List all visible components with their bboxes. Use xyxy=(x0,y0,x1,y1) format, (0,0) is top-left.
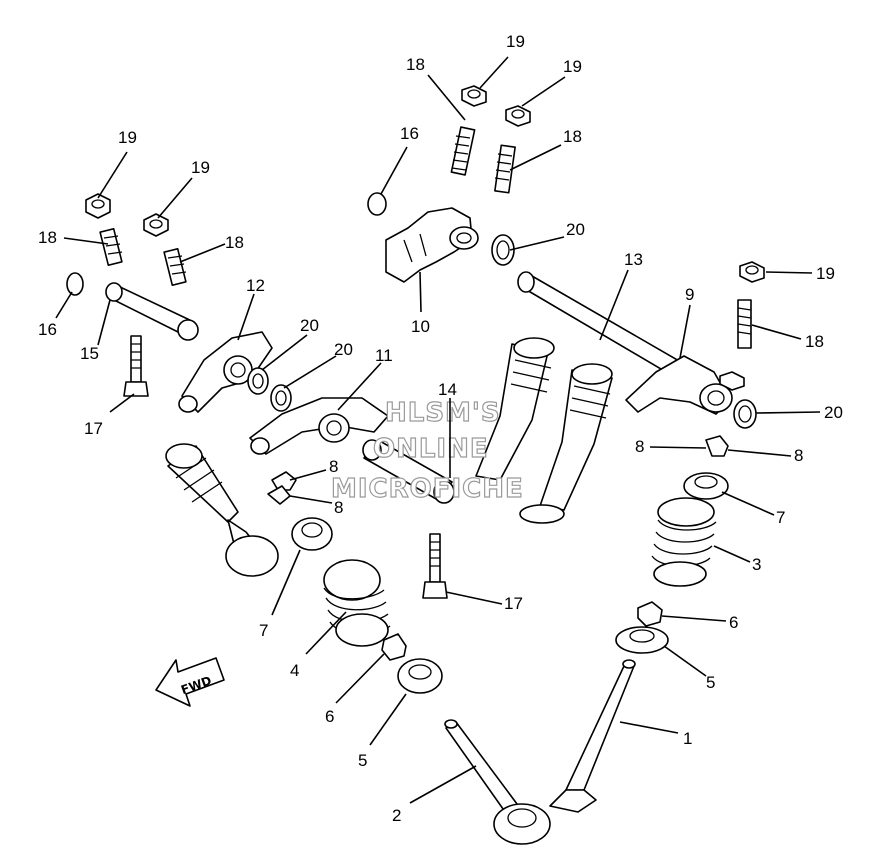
bolt-17-left xyxy=(123,335,149,397)
rocker-shaft-15 xyxy=(105,282,199,341)
callout-11: 11 xyxy=(375,346,393,365)
callout-18: 18 xyxy=(38,228,57,247)
valve-stem-seal-6-right xyxy=(637,601,663,627)
callout-8: 8 xyxy=(794,446,803,465)
rocker-arm-bracket-upper xyxy=(385,207,479,283)
rocker-arm-11 xyxy=(249,397,389,455)
washer-20-left-b xyxy=(270,384,292,412)
callout-15: 15 xyxy=(80,344,99,363)
watermark-line-1: HLSM'S xyxy=(385,398,501,428)
watermark: HLSM'S ONLINE MICROFICHE xyxy=(330,397,524,504)
nut-19-right xyxy=(739,261,765,283)
stud-bolt-18-top-right xyxy=(494,144,516,194)
callout-17: 17 xyxy=(504,594,523,613)
callout-8: 8 xyxy=(334,498,343,517)
rocker-arm-12 xyxy=(178,331,273,413)
valve-spring-4 xyxy=(323,559,391,647)
callout-20: 20 xyxy=(566,220,585,239)
valve-cotter-8-right xyxy=(705,435,729,457)
callout-18: 18 xyxy=(406,55,425,74)
callout-3: 3 xyxy=(752,555,761,574)
callout-16: 16 xyxy=(38,320,57,339)
washer-20-left-a xyxy=(247,367,269,395)
callout-19: 19 xyxy=(563,57,582,76)
stud-bolt-18-right xyxy=(719,299,752,391)
bolt-17-center xyxy=(422,533,448,599)
callout-1: 1 xyxy=(683,729,692,748)
valve-cotter-8-left xyxy=(267,471,297,505)
nut-19-left-a xyxy=(85,193,111,219)
callout-16: 16 xyxy=(400,124,419,143)
callout-4: 4 xyxy=(290,661,299,680)
washer-20-top xyxy=(491,234,515,266)
callout-6: 6 xyxy=(325,707,334,726)
stud-bolt-18-left-a xyxy=(99,228,123,266)
valve-lifter-14-left xyxy=(475,337,555,481)
forward-direction-arrow-icon: FWD xyxy=(155,657,225,707)
callout-5: 5 xyxy=(358,751,367,770)
callout-13: 13 xyxy=(624,250,643,269)
valve-stem-seal-6-left xyxy=(381,633,407,661)
spring-retainer-7-right xyxy=(683,472,729,500)
valve-2 xyxy=(444,719,551,845)
stud-bolt-18-top-left xyxy=(450,126,476,176)
callout-10: 10 xyxy=(411,317,430,336)
callout-8: 8 xyxy=(635,437,644,456)
o-ring-16-top xyxy=(367,192,387,216)
spring-seat-5-left xyxy=(397,658,443,694)
valve-lifter-left xyxy=(165,443,279,577)
callout-2: 2 xyxy=(392,806,401,825)
stud-bolt-18-left-b xyxy=(163,248,187,286)
nut-19-top-left xyxy=(461,85,487,107)
callout-19: 19 xyxy=(816,264,835,283)
callout-12: 12 xyxy=(246,276,265,295)
callout-5: 5 xyxy=(706,673,715,692)
spring-seat-5-right xyxy=(615,626,669,654)
callout-19: 19 xyxy=(506,32,525,51)
callout-8: 8 xyxy=(329,457,338,476)
rocker-shaft-11-pin xyxy=(362,439,455,504)
callout-18: 18 xyxy=(225,233,244,252)
callout-9: 9 xyxy=(685,285,694,304)
valve-lifter-14-right xyxy=(519,363,613,524)
callout-6: 6 xyxy=(729,613,738,632)
callout-18: 18 xyxy=(563,127,582,146)
callout-7: 7 xyxy=(259,621,268,640)
spring-retainer-7-left xyxy=(291,517,333,551)
callout-18: 18 xyxy=(805,332,824,351)
callout-19: 19 xyxy=(118,128,137,147)
watermark-line-3: MICROFICHE xyxy=(331,474,524,504)
callout-20: 20 xyxy=(824,403,843,422)
o-ring-16-left xyxy=(66,272,84,296)
nut-19-left-b xyxy=(143,213,169,237)
callout-20: 20 xyxy=(300,316,319,335)
callout-17: 17 xyxy=(84,419,103,438)
valve-1 xyxy=(549,659,636,813)
rocker-arm-9 xyxy=(625,355,733,415)
callout-19: 19 xyxy=(191,158,210,177)
nut-19-top-right xyxy=(505,105,531,127)
washer-20-right xyxy=(733,399,757,429)
callout-7: 7 xyxy=(776,508,785,527)
leader-lines xyxy=(55,56,821,804)
valve-spring-3 xyxy=(651,497,717,587)
callout-14: 14 xyxy=(438,380,457,399)
callout-labels: 19 18 19 16 18 20 10 13 19 9 18 20 19 19… xyxy=(38,32,843,825)
watermark-line-2: ONLINE xyxy=(373,434,489,464)
callout-20: 20 xyxy=(334,340,353,359)
